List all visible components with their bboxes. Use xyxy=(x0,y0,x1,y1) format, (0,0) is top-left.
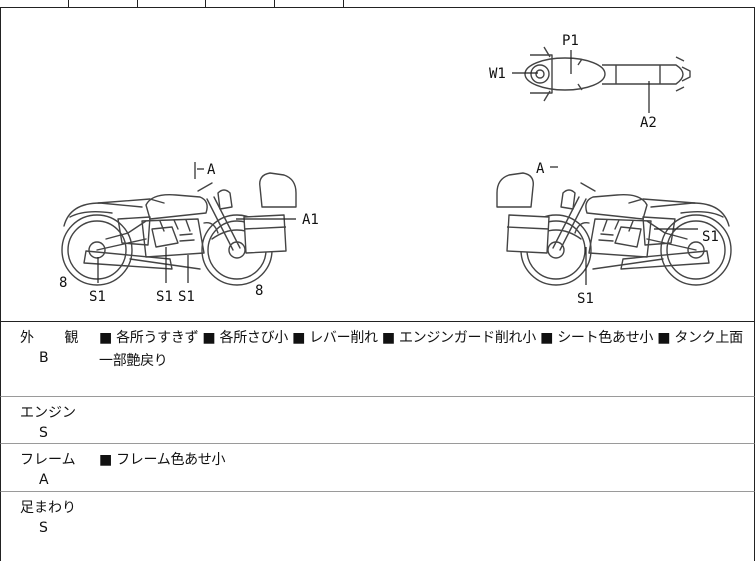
condition-row-engine: エンジン S xyxy=(0,397,755,444)
category-name: フレーム xyxy=(20,452,76,468)
category-notes: ■ フレーム色あせ小 xyxy=(99,452,226,468)
header-cell xyxy=(68,0,138,7)
label-left-8-rear: 8 xyxy=(59,275,67,291)
header-table-row xyxy=(0,0,755,8)
label-left-a1: A1 xyxy=(302,212,319,228)
bike-top-view xyxy=(524,46,691,102)
label-left-s1-pipe: S1 xyxy=(178,289,195,305)
label-left-a: A xyxy=(207,162,216,178)
label-right-s1-engine: S1 xyxy=(577,291,594,307)
condition-row-suspension: 足まわり S xyxy=(0,492,755,561)
bike-left-side-view xyxy=(61,162,297,286)
condition-row-frame: フレーム A ■ フレーム色あせ小 xyxy=(0,444,755,492)
category-grade: S xyxy=(39,425,48,441)
category-name: エンジン xyxy=(20,405,76,421)
header-cell xyxy=(137,0,206,7)
category-name: 外 観 xyxy=(20,330,92,346)
condition-row-exterior: 外 観 B ■ 各所うすきず ■ 各所さび小 ■ レバー削れ ■ エンジンガード… xyxy=(0,322,755,397)
damage-diagram: P1 W1 A2 A A1 8 S1 S1 S1 8 A S1 S1 xyxy=(59,33,732,307)
category-grade: B xyxy=(39,350,49,366)
label-a2: A2 xyxy=(640,115,657,131)
label-p1: P1 xyxy=(562,33,579,49)
header-cell xyxy=(0,0,69,7)
category-notes: ■ 各所うすきず ■ 各所さび小 ■ レバー削れ ■ エンジンガード削れ小 ■ … xyxy=(99,330,743,369)
label-right-a: A xyxy=(536,161,545,177)
header-cell xyxy=(274,0,344,7)
label-w1: W1 xyxy=(489,66,506,82)
label-left-s1-rear: S1 xyxy=(89,289,106,305)
header-cell xyxy=(205,0,275,7)
label-right-s1-rear: S1 xyxy=(702,229,719,245)
category-name: 足まわり xyxy=(20,500,76,516)
category-grade: S xyxy=(39,520,48,536)
category-grade: A xyxy=(39,472,49,488)
label-left-8-front: 8 xyxy=(255,283,263,299)
pointer-lines xyxy=(97,50,698,285)
diagram-labels: P1 W1 A2 A A1 8 S1 S1 S1 8 A S1 S1 xyxy=(59,33,719,307)
label-left-s1-engine: S1 xyxy=(156,289,173,305)
